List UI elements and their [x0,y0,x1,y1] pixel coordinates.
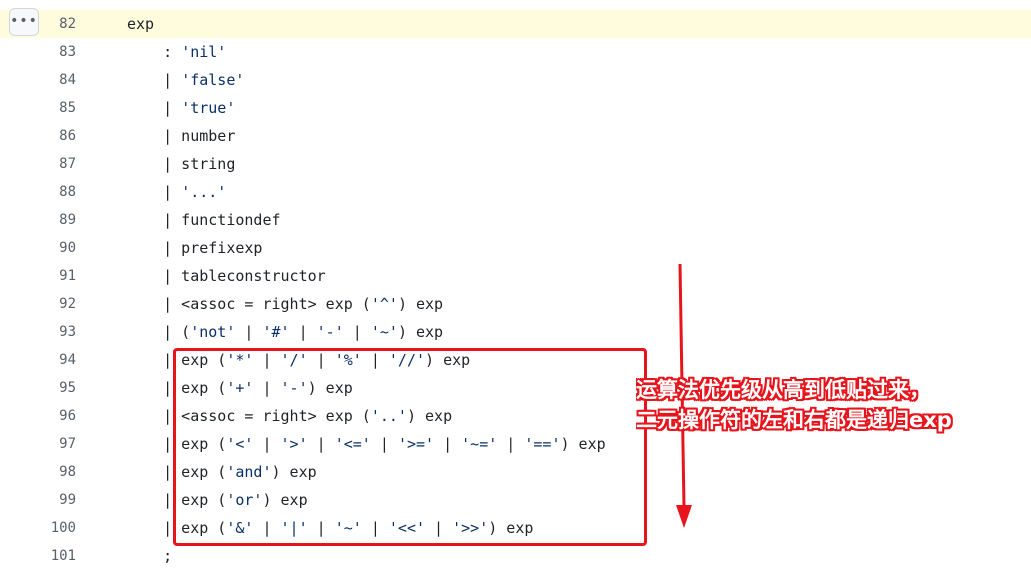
code-line: 89 | functiondef [0,206,1031,234]
code-line: 97 | exp ('<' | '>' | '<=' | '>=' | '~='… [0,430,1031,458]
annotation-line-2: 二元操作符的左和右都是递归exp [636,408,952,432]
line-code: | exp ('<' | '>' | '<=' | '>=' | '~=' | … [127,435,606,453]
line-code: | exp ('+' | '-') exp [127,379,353,397]
code-line: 99 | exp ('or') exp [0,486,1031,514]
code-line: 95 | exp ('+' | '-') exp [0,374,1031,402]
line-code: | exp ('*' | '/' | '%' | '//') exp [127,351,471,369]
line-code: : 'nil' [127,43,227,61]
line-number[interactable]: 88 [59,184,76,200]
line-number[interactable]: 101 [50,548,76,564]
line-number[interactable]: 89 [59,212,76,228]
line-code: | ('not' | '#' | '-' | '~') exp [127,323,444,341]
code-line: 85 | 'true' [0,94,1031,122]
kebab-horizontal-icon: ••• [10,13,38,29]
line-number[interactable]: 95 [59,380,76,396]
line-number[interactable]: 92 [59,296,76,312]
code-line: 84 | 'false' [0,66,1031,94]
line-code: | functiondef [127,211,281,229]
line-number[interactable]: 90 [59,240,76,256]
line-code: | <assoc = right> exp ('^') exp [127,295,444,313]
arrow-down-icon [676,263,692,528]
line-code: ; [127,547,173,565]
code-line: 92 | <assoc = right> exp ('^') exp [0,290,1031,318]
line-code: | 'true' [127,99,236,117]
line-code: | string [127,155,236,173]
line-code: | number [127,127,236,145]
line-code: | prefixexp [127,239,263,257]
line-number[interactable]: 86 [59,128,76,144]
line-number[interactable]: 85 [59,100,76,116]
line-number[interactable]: 96 [59,408,76,424]
highlight-box-annotation [173,348,647,546]
line-code: | exp ('&' | '|' | '~' | '<<' | '>>') ex… [127,519,534,537]
code-line: 88 | '...' [0,178,1031,206]
line-code: exp [127,15,155,33]
line-code: | exp ('and') exp [127,463,317,481]
code-line: 94 | exp ('*' | '/' | '%' | '//') exp [0,346,1031,374]
line-number[interactable]: 97 [59,436,76,452]
more-options-button[interactable]: ••• [9,8,39,36]
line-code: | <assoc = right> exp ('..') exp [127,407,453,425]
code-line: 100 | exp ('&' | '|' | '~' | '<<' | '>>'… [0,514,1031,542]
code-line: 93 | ('not' | '#' | '-' | '~') exp [0,318,1031,346]
code-line: 90 | prefixexp [0,234,1031,262]
line-code: | exp ('or') exp [127,491,308,509]
code-line: 86 | number [0,122,1031,150]
code-line: 82 exp [0,10,1031,38]
line-number[interactable]: 93 [59,324,76,340]
line-code: | tableconstructor [127,267,326,285]
code-line: 98 | exp ('and') exp [0,458,1031,486]
line-number[interactable]: 94 [59,352,76,368]
code-line: 96 | <assoc = right> exp ('..') exp [0,402,1031,430]
annotation-line-1: 运算法优先级从高到低贴过来， [636,378,930,402]
code-line: 101 ; [0,542,1031,570]
code-line: 91 | tableconstructor [0,262,1031,290]
line-number[interactable]: 87 [59,156,76,172]
line-number[interactable]: 83 [59,44,76,60]
line-number[interactable]: 98 [59,464,76,480]
annotation-text: 运算法优先级从高到低贴过来， 二元操作符的左和右都是递归exp [636,375,1031,435]
line-number[interactable]: 91 [59,268,76,284]
line-number[interactable]: 100 [50,520,76,536]
code-line: 83 : 'nil' [0,38,1031,66]
line-code: | '...' [127,183,227,201]
line-number[interactable]: 82 [59,16,76,32]
code-line: 87 | string [0,150,1031,178]
line-number[interactable]: 84 [59,72,76,88]
line-number[interactable]: 99 [59,492,76,508]
line-code: | 'false' [127,71,245,89]
